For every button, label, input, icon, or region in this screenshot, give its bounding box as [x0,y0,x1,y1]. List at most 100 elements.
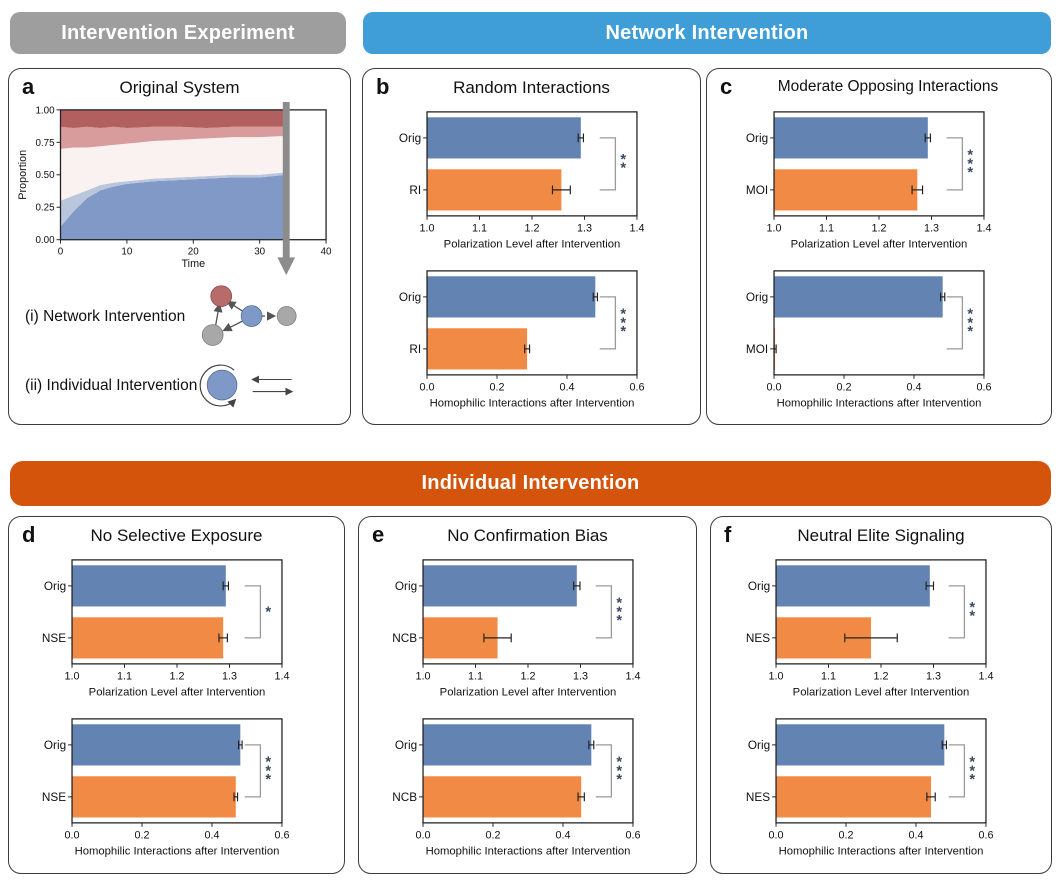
x-tick-label: 1.0 [769,671,784,683]
area-layer-near-white [59,135,286,201]
x-axis-label: Polarization Level after Intervention [793,686,970,698]
category-label: Orig [746,132,768,145]
x-tick-label: 1.2 [872,223,887,235]
area-layer-light-red [59,126,286,149]
significance-bracket [599,296,616,350]
significance-asterisk: * [969,772,975,788]
bar-ncb [422,776,581,818]
significance-asterisk: * [616,763,622,779]
significance-bracket [946,296,964,350]
x-tick-label: 0.4 [204,830,219,842]
x-tick-label: 1.0 [767,223,782,235]
significance-asterisk: * [620,161,626,177]
x-tick-label: 0.4 [555,830,570,842]
category-label: Orig [398,132,420,145]
significance-bracket [948,744,966,798]
bar-orig [426,276,595,318]
x-tick-label: 0.2 [134,830,149,842]
x-tick-label: 1.4 [274,671,289,683]
x-tick-label: 40 [320,246,331,257]
x-tick-label: 0 [57,246,63,257]
panel-f-title: Neutral Elite Signaling [797,526,965,545]
significance-asterisk: * [967,324,973,340]
individual-intervention-label: (ii) Individual Intervention [25,377,198,394]
category-label: NSE [41,791,65,804]
x-tick-label: 1.1 [472,223,487,235]
x-tick-label: 30 [254,246,265,257]
plot-frame [421,559,634,665]
plot-frame [70,559,283,665]
plot-frame [421,718,634,824]
bar-orig [422,724,591,766]
x-tick-label: 0.6 [625,830,640,842]
panel-letter-c: c [720,74,733,99]
x-tick-label: 20 [187,246,198,257]
significance-asterisk: * [265,763,271,779]
significance-asterisk: * [265,772,271,788]
gray-node-new [277,306,297,326]
x-axis-label: Polarization Level after Intervention [791,238,968,250]
x-tick-label: 1.2 [169,671,184,683]
panel-a-title: Original System [119,78,240,97]
significance-bracket [599,137,616,191]
x-tick-label: 1.4 [629,223,644,235]
x-tick-label: 0.0 [419,382,434,394]
x-tick-label: 1.3 [576,223,591,235]
x-tick-label: 1.2 [874,671,889,683]
significance-asterisk: * [265,754,271,770]
bar-orig [71,724,240,766]
significance-asterisk: * [620,152,626,168]
x-tick-label: 1.0 [415,671,430,683]
x-tick-label: 1.1 [821,671,836,683]
category-label: Orig [394,580,416,593]
panel-letter-d: d [22,522,36,547]
x-tick-label: 0.2 [837,382,852,394]
network-intervention-diagram [202,285,297,346]
x-tick-label: 0.4 [559,382,574,394]
bar-orig [426,117,581,159]
bar-orig [774,276,943,318]
category-label: NES [746,791,770,804]
x-tick-label: 1.3 [221,671,236,683]
individual-intervention-diagram [199,364,294,408]
x-axis-label: Homophilic Interactions after Interventi… [777,397,982,409]
x-tick-label: 0.2 [839,830,854,842]
significance-bracket [595,744,612,798]
category-label: Orig [748,739,770,752]
significance-bracket [595,585,612,639]
x-tick-label: 1.4 [976,223,991,235]
y-tick-label: 1.00 [35,105,55,116]
significance-asterisk: * [620,306,626,322]
plot-frame [70,718,283,824]
significance-bracket [244,585,261,639]
x-tick-label: 1.3 [572,671,587,683]
x-tick-label: 1.3 [926,671,941,683]
category-label: MOI [746,343,768,356]
plot-frame [775,559,987,665]
section-header-network-intervention: Network Intervention [363,12,1051,54]
x-tick-label: 1.1 [819,223,834,235]
bar-orig [71,565,226,607]
category-label: RI [409,343,421,356]
intervention-time-arrow [282,102,290,260]
x-axis-label: Polarization Level after Intervention [88,686,265,698]
x-tick-label: 0.6 [629,382,644,394]
x-tick-label: 1.1 [468,671,483,683]
annotation-row-individual-intervention: (ii) Individual Intervention [9,354,350,418]
bar-nse [71,617,223,659]
panel-e-title: No Confirmation Bias [447,526,608,545]
plot-frame [425,111,638,217]
x-tick-label: 0.4 [906,382,921,394]
x-tick-label: 0.0 [415,830,430,842]
gray-node [202,324,224,346]
x-axis-label: Homophilic Interactions after Interventi… [429,397,634,409]
plot-frame [425,270,638,376]
